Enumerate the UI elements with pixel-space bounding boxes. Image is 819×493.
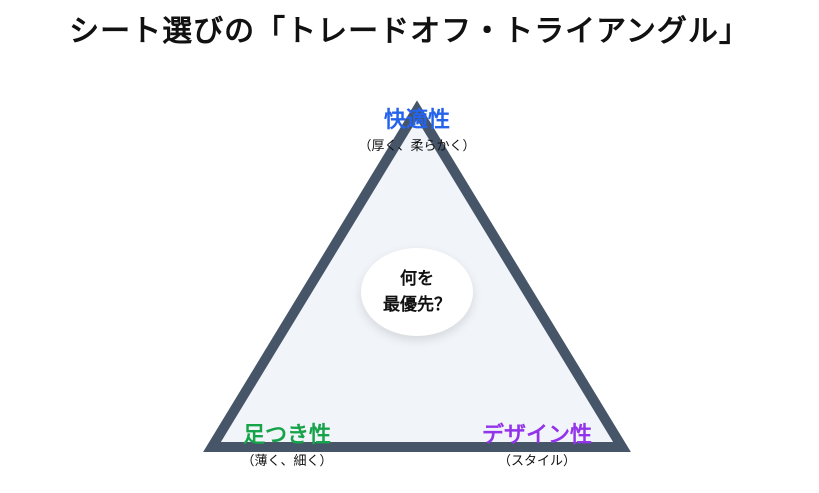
vertex-design-label: デザイン性	[481, 423, 593, 448]
vertex-comfort-label: 快適性	[383, 108, 451, 133]
center-question-bubble: 何を 最優先？	[361, 248, 473, 336]
center-line-1: 何を	[400, 269, 434, 289]
vertex-footing-label: 足つき性	[242, 423, 332, 448]
vertex-design-sub: （スタイル）	[497, 454, 577, 469]
vertex-footing-sub: （薄く、細く）	[241, 454, 333, 469]
center-line-2: 最優先？	[383, 295, 451, 315]
page-title: シート選びの「トレードオフ・トライアングル」	[69, 14, 750, 49]
vertex-comfort-sub: （厚く、柔らかく）	[358, 139, 476, 154]
